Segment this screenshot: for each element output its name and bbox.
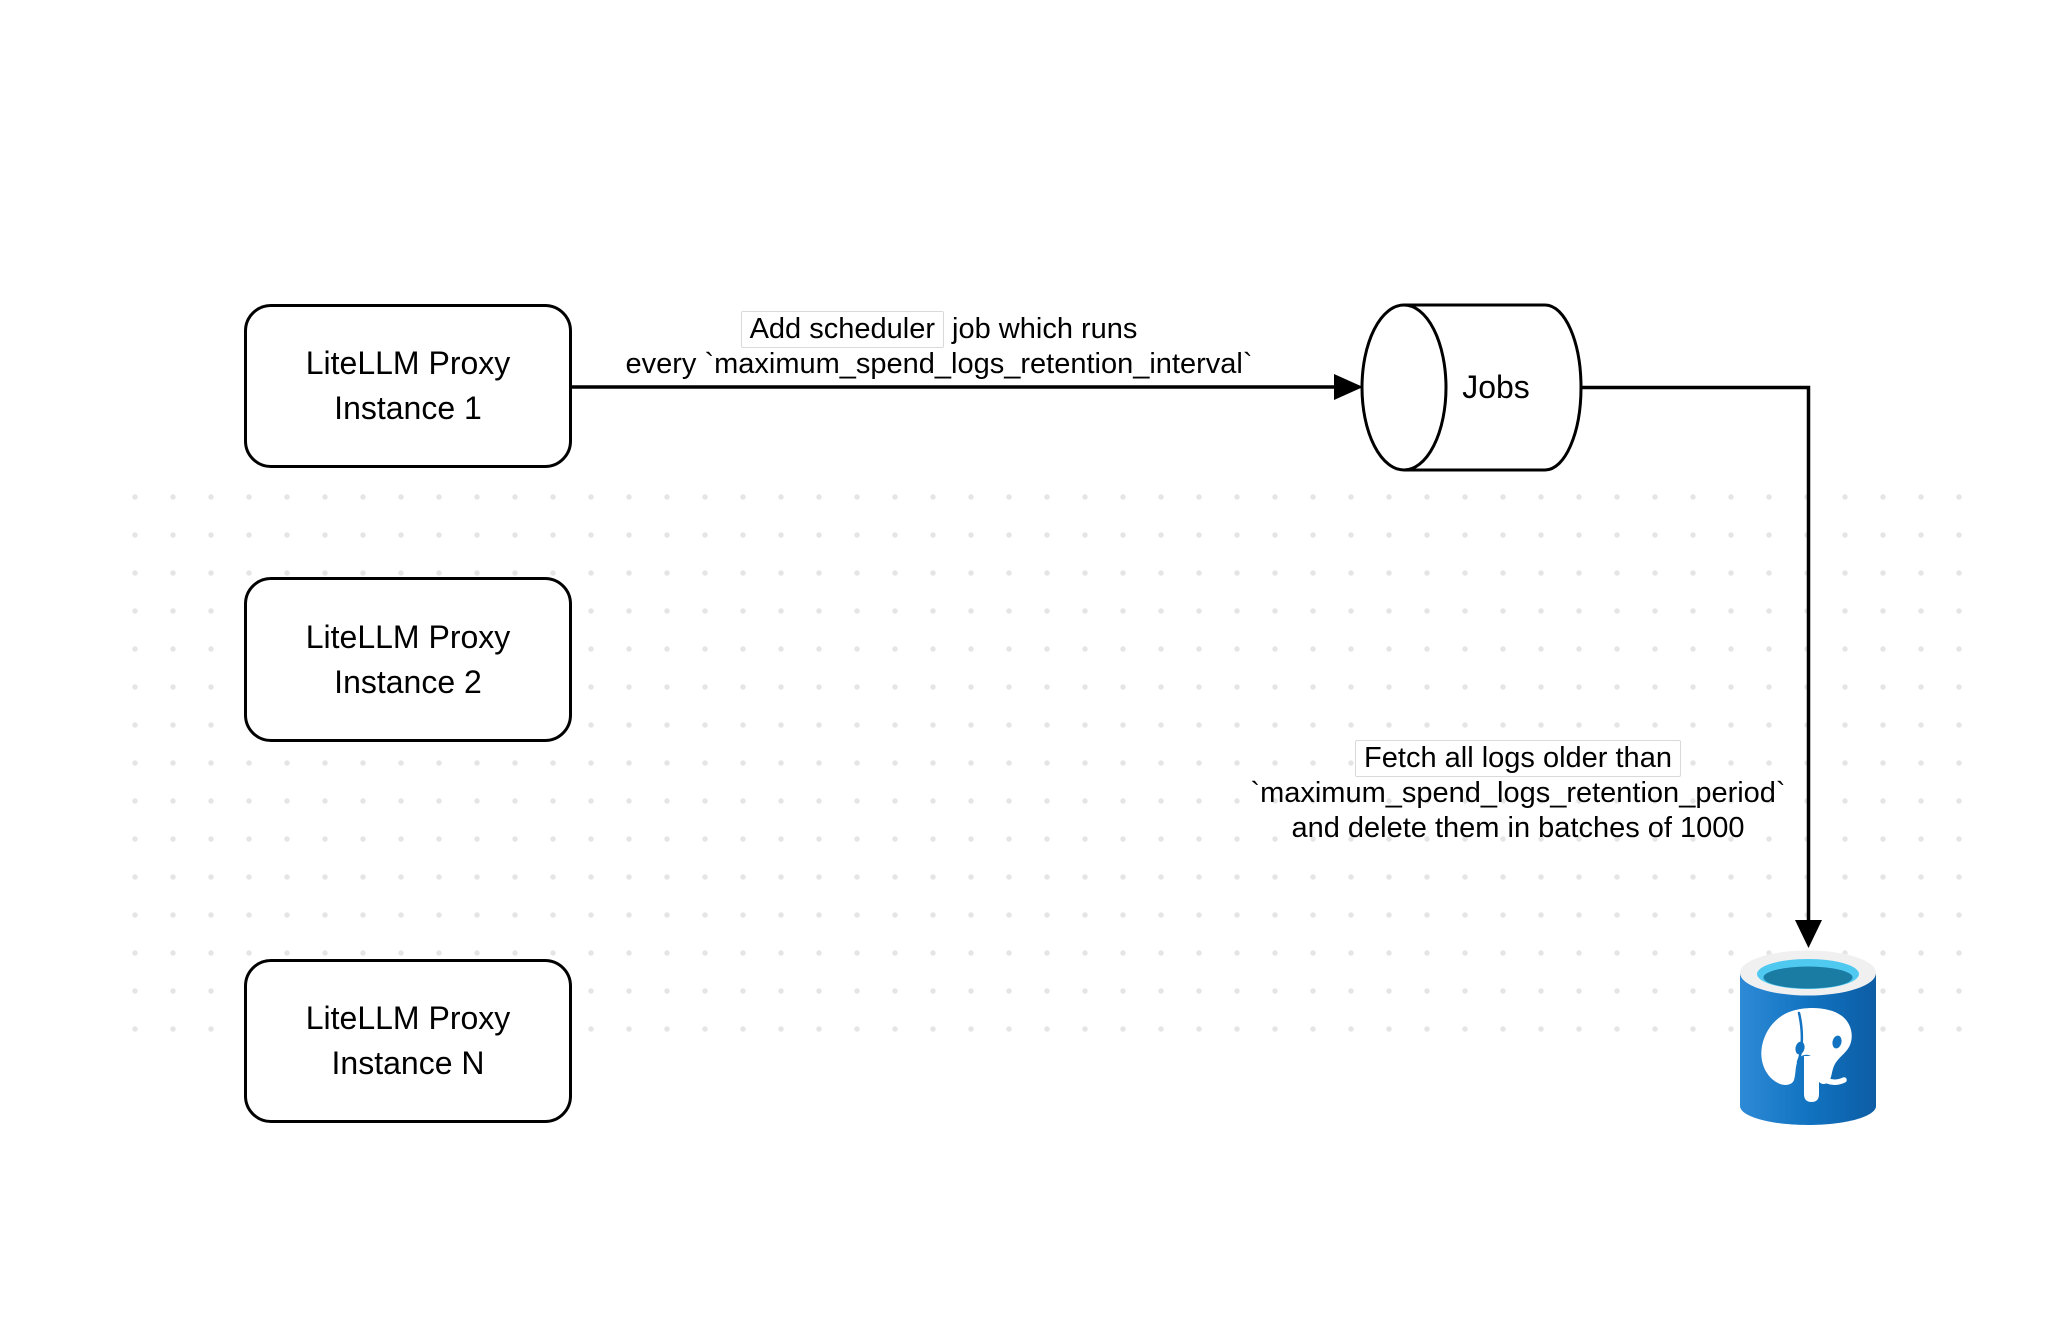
- scheduler-arrow-label: Add scheduler job which runs every `maxi…: [589, 311, 1289, 382]
- scheduler-arrow-label-rest: job which runs: [943, 313, 1138, 345]
- scheduler-arrow: [572, 374, 1363, 400]
- fetch-arrow-line: [1581, 385, 1811, 921]
- jobs-cylinder-label: Jobs: [1462, 369, 1530, 405]
- node-litellm-proxy-instance-1: LiteLLM Proxy Instance 1: [244, 304, 572, 468]
- scheduler-arrow-label-line-2: every `maximum_spend_logs_retention_inte…: [625, 348, 1253, 380]
- node-label-line: Instance 1: [334, 390, 482, 426]
- fetch-arrowhead-icon: [1795, 920, 1822, 948]
- node-label-line: LiteLLM Proxy: [305, 1000, 511, 1036]
- postgresql-elephant-icon: [1761, 1008, 1852, 1102]
- fetch-arrow-label-line-3: and delete them in batches of 1000: [1291, 812, 1745, 844]
- fetch-arrow-label-line-2: `maximum_spend_logs_retention_period`: [1250, 777, 1786, 809]
- node-label-line: LiteLLM Proxy: [305, 345, 511, 381]
- scheduler-arrowhead-icon: [1334, 374, 1363, 400]
- node-label-line: Instance 2: [334, 663, 482, 700]
- fetch-arrow-label: Fetch all logs older than `maximum_spend…: [1158, 740, 1878, 846]
- node-label-line: LiteLLM Proxy: [305, 618, 511, 655]
- scheduler-arrow-label-line-1: Add scheduler job which runs: [589, 311, 1289, 348]
- postgresql-icon: [1740, 950, 1876, 1125]
- jobs-cylinder-cap: [1360, 303, 1448, 472]
- jobs-cylinder: [1360, 303, 1583, 472]
- fetch-arrow-label-line-1: Fetch all logs older than: [1158, 740, 1878, 777]
- node-label-line: Instance N: [331, 1045, 485, 1081]
- fetch-arrow-label-highlight: Fetch all logs older than: [1355, 740, 1681, 777]
- node-litellm-proxy-instance-2: LiteLLM Proxy Instance 2: [244, 577, 572, 742]
- postgresql-cylinder-liquid: [1763, 966, 1853, 989]
- scheduler-arrow-label-highlight: Add scheduler: [740, 311, 944, 348]
- node-litellm-proxy-instance-n: LiteLLM Proxy Instance N: [244, 959, 572, 1123]
- fetch-arrow: [1581, 385, 1822, 948]
